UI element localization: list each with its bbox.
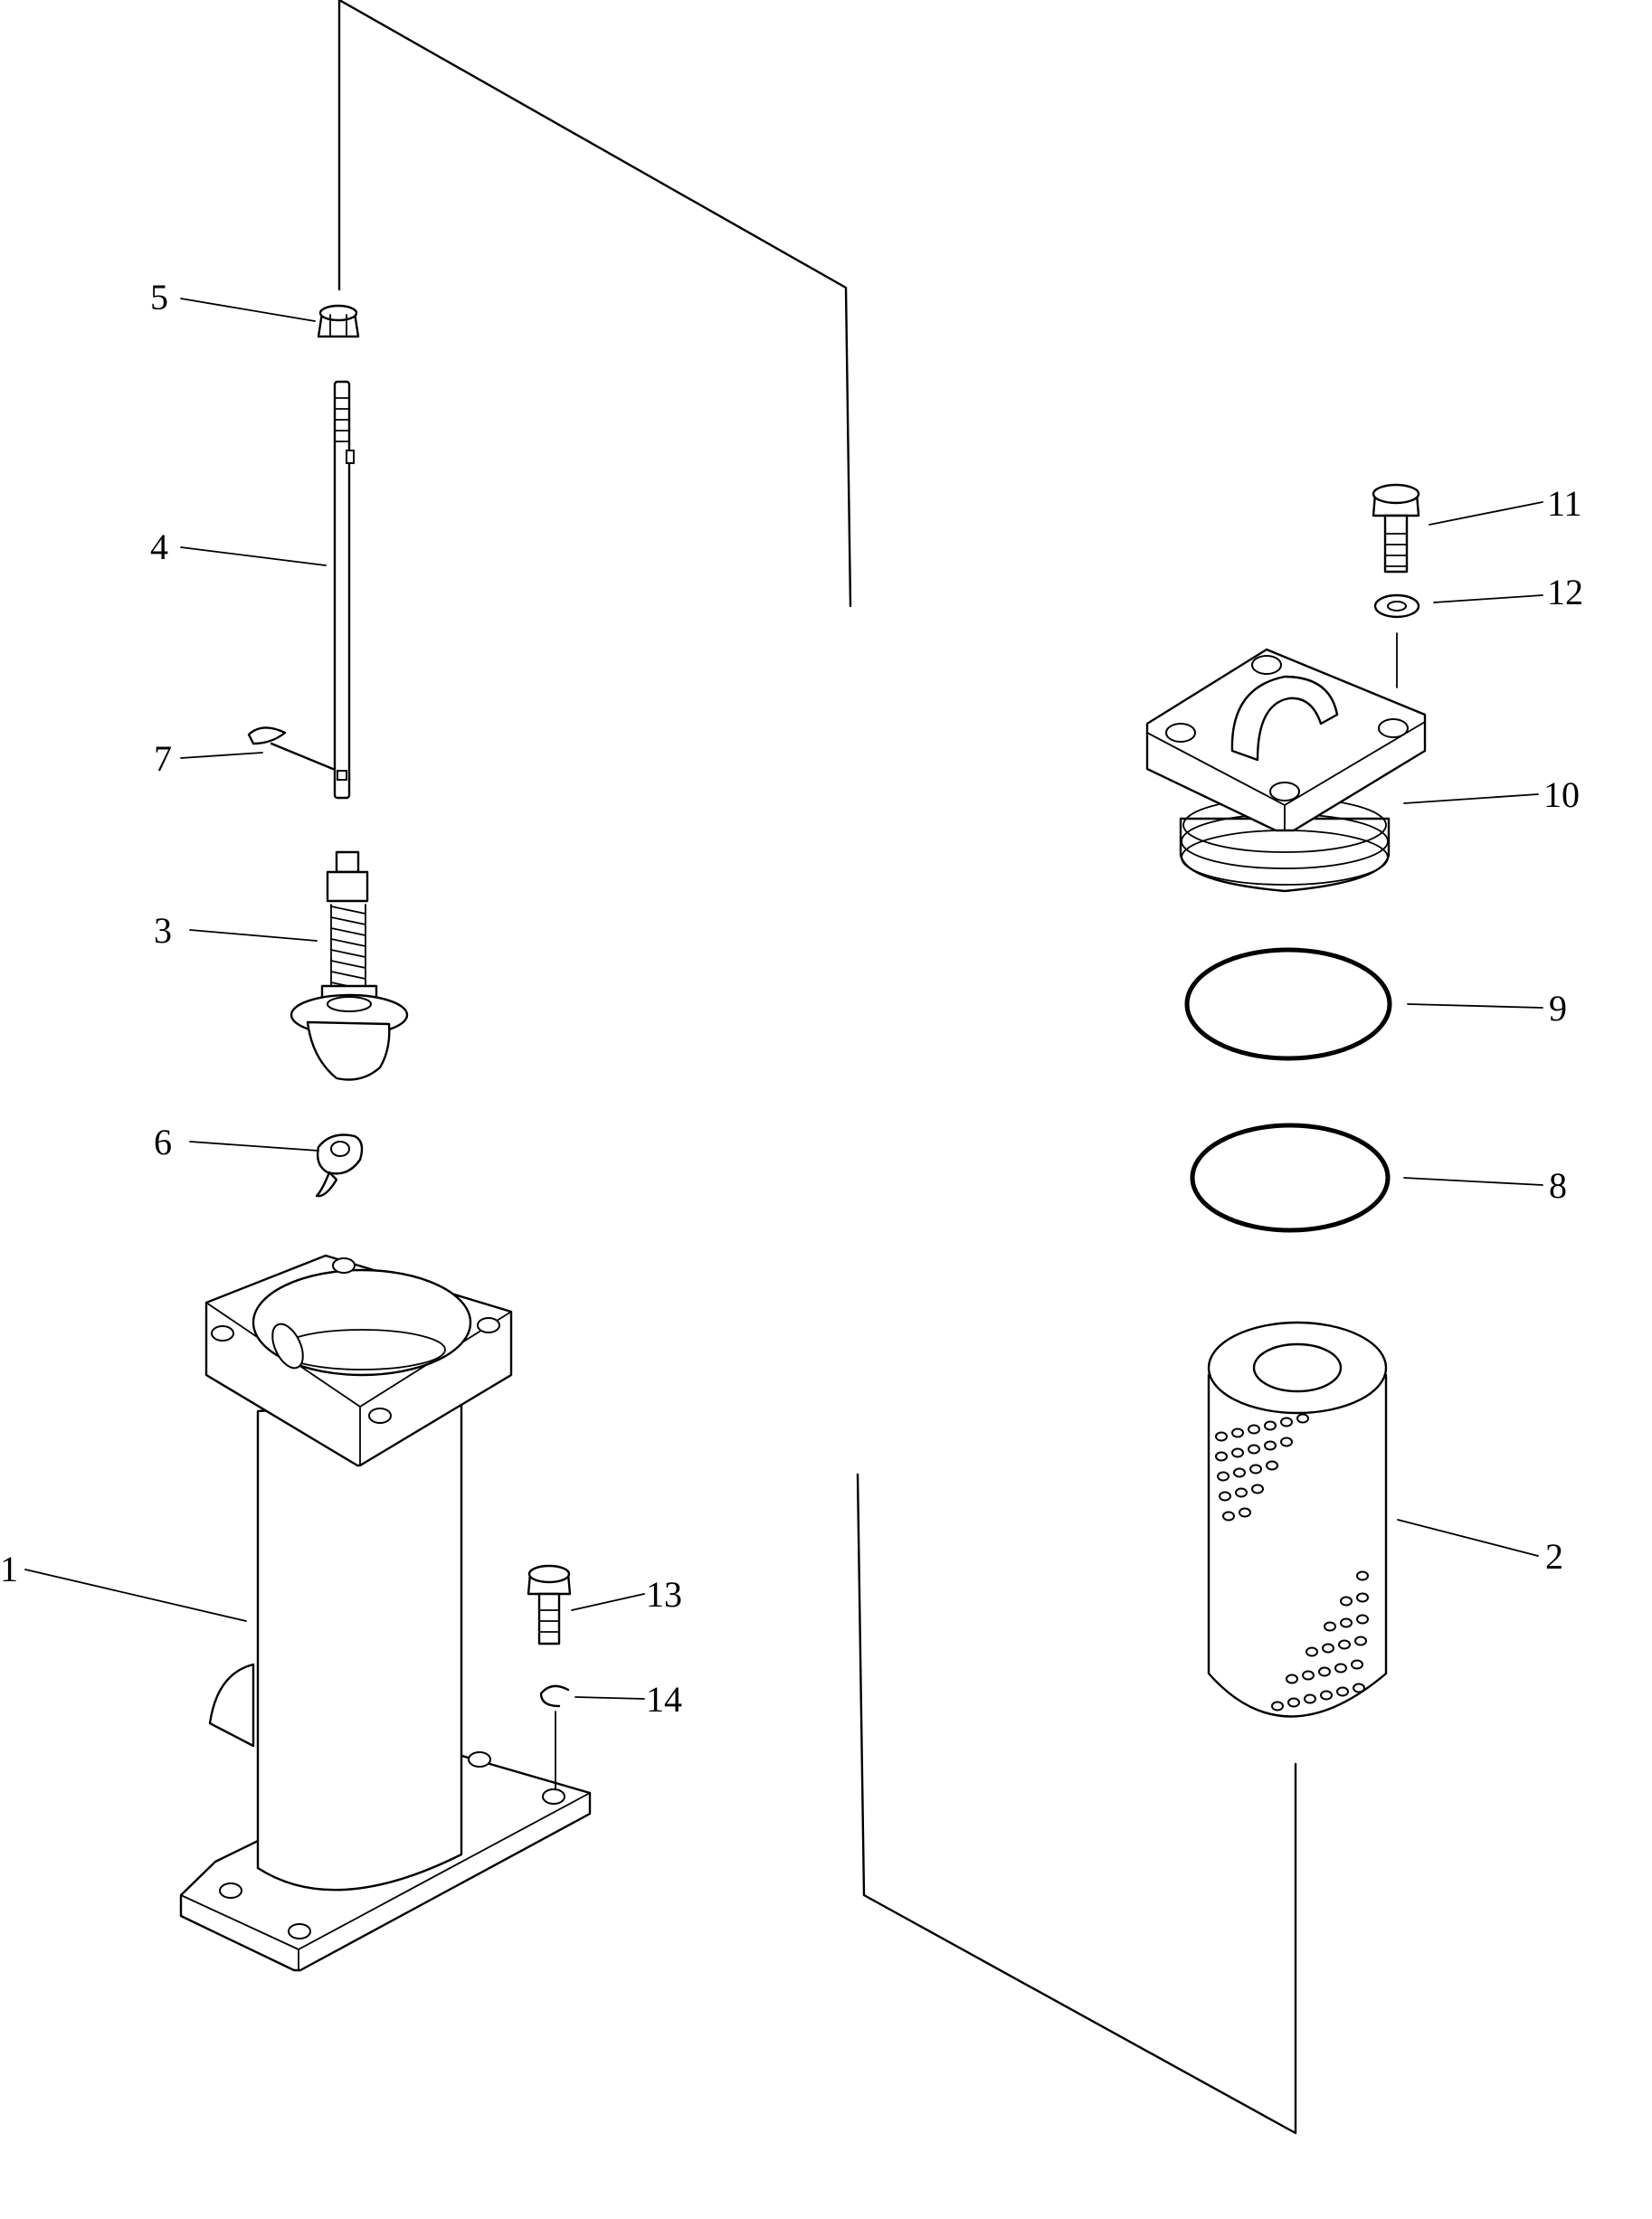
part-12-washer: [1373, 593, 1420, 688]
part-4-rod: [333, 380, 355, 800]
perforation-hole: [1219, 1491, 1231, 1502]
perforation-hole: [1266, 1460, 1278, 1471]
leader-10: [1403, 793, 1539, 804]
perforation-hole: [1340, 1596, 1353, 1607]
perforation-hole: [1280, 1437, 1293, 1447]
perforation-hole: [1280, 1417, 1293, 1427]
perforation-hole: [1356, 1570, 1369, 1581]
leader-2: [1397, 1519, 1539, 1557]
perforation-hole: [1336, 1686, 1349, 1697]
callout-14: 14: [646, 1679, 682, 1720]
perforation-hole: [1271, 1701, 1284, 1712]
perforation-hole: [1302, 1670, 1315, 1681]
leader-7: [180, 752, 263, 759]
callout-13: 13: [646, 1574, 682, 1615]
perforation-hole: [1318, 1666, 1331, 1677]
perforation-hole: [1264, 1440, 1277, 1451]
perforation-hole: [1217, 1471, 1230, 1482]
perforation-hole: [1324, 1621, 1336, 1632]
leader-8: [1403, 1177, 1543, 1186]
part-5-nut: [317, 304, 360, 338]
perforation-hole: [1304, 1693, 1316, 1704]
perforation-hole: [1235, 1487, 1248, 1498]
part-9-o-ring: [1184, 947, 1392, 1061]
perforation-hole: [1356, 1592, 1369, 1603]
perforation-hole: [1334, 1663, 1347, 1674]
leader-13: [571, 1593, 645, 1611]
callout-2: 2: [1545, 1536, 1563, 1577]
leader-4: [180, 546, 327, 566]
perforation-hole: [1322, 1643, 1334, 1654]
leader-5: [180, 298, 316, 322]
perforation-hole: [1248, 1444, 1260, 1455]
perforation-hole: [1233, 1467, 1246, 1478]
callout-1: 1: [0, 1549, 18, 1589]
perforation-hole: [1356, 1614, 1369, 1625]
part-11-bolt: [1372, 483, 1420, 574]
perforation-hole: [1320, 1690, 1333, 1701]
leader-12: [1433, 594, 1543, 603]
part-10-cover: [1145, 648, 1427, 893]
perforation-hole: [1354, 1636, 1367, 1646]
perforation-hole: [1231, 1447, 1244, 1458]
perforation-hole: [1231, 1427, 1244, 1438]
filter-perforations-top: [1215, 1413, 1309, 1522]
leader-11: [1429, 501, 1543, 526]
perforation-hole: [1353, 1683, 1365, 1693]
part-6-wing-nut: [315, 1133, 364, 1198]
callout-4: 4: [150, 526, 168, 567]
perforation-hole: [1215, 1451, 1228, 1462]
callout-9: 9: [1549, 988, 1567, 1029]
callout-5: 5: [150, 277, 168, 318]
callout-8: 8: [1549, 1165, 1567, 1206]
perforation-hole: [1296, 1413, 1309, 1424]
callout-10: 10: [1543, 774, 1580, 815]
perforation-hole: [1338, 1639, 1351, 1650]
part-3-valve: [290, 850, 409, 1081]
part-1-filter-case: [179, 1254, 592, 1972]
perforation-hole: [1249, 1464, 1262, 1475]
callout-7: 7: [154, 738, 172, 779]
perforation-hole: [1340, 1617, 1353, 1628]
leader-14: [574, 1696, 645, 1700]
perforation-hole: [1287, 1697, 1300, 1708]
perforation-hole: [1305, 1646, 1318, 1657]
part-2-filter-element: [1207, 1321, 1388, 1765]
callout-labels: 1 2 3 4 5 6 7 8 9 10 11 12 13 14: [0, 277, 1583, 1720]
callout-3: 3: [154, 910, 172, 951]
part-14-spring-washer: [539, 1684, 570, 1790]
leader-9: [1407, 1003, 1543, 1009]
callout-11: 11: [1547, 483, 1582, 524]
callout-6: 6: [154, 1122, 172, 1162]
perforation-hole: [1251, 1484, 1264, 1494]
perforation-hole: [1248, 1424, 1260, 1435]
perforation-hole: [1351, 1659, 1363, 1670]
filter-perforations-bottom: [1271, 1570, 1369, 1712]
callout-12: 12: [1547, 572, 1583, 612]
perforation-hole: [1286, 1674, 1298, 1684]
perforation-hole: [1239, 1507, 1251, 1518]
perforation-hole: [1264, 1420, 1277, 1431]
perforation-hole: [1222, 1511, 1235, 1522]
part-8-o-ring: [1190, 1123, 1391, 1233]
leader-6: [189, 1141, 319, 1152]
part-13-bolt: [527, 1564, 572, 1645]
perforation-hole: [1215, 1431, 1228, 1442]
assembly-guide-line: [337, 0, 1297, 2135]
part-7-pin: [247, 726, 335, 771]
leader-3: [189, 929, 318, 942]
leader-lines: [24, 298, 1543, 1700]
leader-1: [24, 1569, 247, 1622]
